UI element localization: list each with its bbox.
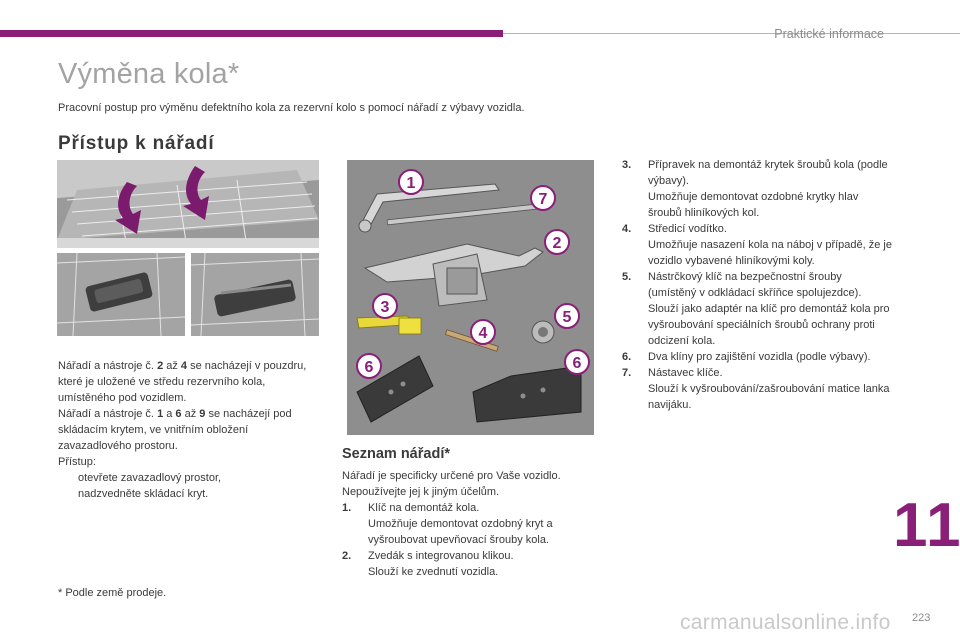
tool-item: 5.Nástrčkový klíč na bezpečnostní šrouby…: [622, 271, 890, 347]
intro-text: Pracovní postup pro výměnu defektního ko…: [58, 102, 525, 114]
header-accent-bar: [0, 30, 503, 37]
svg-text:7: 7: [539, 191, 548, 208]
wheel-chock-icon: [472, 365, 582, 423]
access-paragraph-1: Nářadí a nástroje č. 2 až 4 se nacházejí…: [58, 360, 307, 404]
tool-item: 6.Dva klíny pro zajištění vozidla (podle…: [622, 351, 871, 363]
storage-right-photo: [191, 253, 319, 336]
svg-text:4: 4: [479, 325, 488, 342]
tool-item: 7.Nástavec klíče. Slouží k vyšroubování/…: [622, 367, 890, 411]
tools-list-continued: 3.Přípravek na demontáž krytek šroubů ko…: [622, 157, 892, 413]
trunk-floor-illustration: [57, 160, 319, 248]
tool-item: 3.Přípravek na demontáž krytek šroubů ko…: [622, 159, 888, 219]
tools-warning: Nepoužívejte jej k jiným účelům.: [342, 486, 500, 498]
arrow-down-icon: [115, 182, 141, 234]
access-step: nadzvedněte skládací kryt.: [58, 486, 320, 502]
tool-item: 2.Zvedák s integrovanou klikou. Slouží k…: [342, 550, 514, 578]
tools-list-start: Nářadí je specificky určené pro Vaše voz…: [342, 468, 604, 580]
callout-badge: 5: [554, 303, 580, 329]
access-step: otevřete zavazadlový prostor,: [58, 470, 320, 486]
tools-photo: 1 7 2 3 5 4 6 6: [347, 160, 594, 435]
svg-text:6: 6: [365, 359, 374, 376]
bullet-icon: [58, 486, 78, 502]
svg-text:2: 2: [553, 235, 562, 252]
wheel-chock-icon: [356, 355, 434, 423]
svg-text:5: 5: [563, 309, 572, 326]
storage-right-illustration: [191, 253, 319, 336]
page-number: 223: [912, 612, 931, 624]
storage-left-photo: [57, 253, 185, 336]
access-paragraph-2: Nářadí a nástroje č. 1 a 6 až 9 se nachá…: [58, 408, 292, 452]
tools-heading: Seznam nářadí*: [342, 446, 450, 462]
access-steps-label: Přístup:: [58, 456, 96, 468]
callout-badge: 4: [470, 319, 496, 345]
tool-item: 4.Středicí vodítko. Umožňuje nasazení ko…: [622, 223, 892, 267]
page-title: Výměna kola*: [58, 58, 240, 90]
trunk-floor-photo: [57, 160, 319, 248]
callout-badge: 6: [564, 349, 590, 375]
svg-text:6: 6: [573, 355, 582, 372]
watermark: carmanualsonline.info: [680, 611, 891, 634]
tools-illustration: 1 7 2 3 5 4 6 6: [347, 160, 594, 435]
access-description: Nářadí a nástroje č. 2 až 4 se nacházejí…: [58, 358, 320, 502]
callout-badge: 2: [544, 229, 570, 255]
access-heading: Přístup k nářadí: [58, 133, 215, 154]
footnote: * Podle země prodeje.: [58, 587, 167, 599]
arrow-down-icon: [183, 166, 209, 220]
bullet-icon: [58, 470, 78, 486]
storage-left-illustration: [57, 253, 185, 336]
callout-badge: 7: [530, 185, 556, 211]
callout-badge: 6: [356, 353, 382, 379]
svg-text:3: 3: [381, 299, 390, 316]
chapter-number: 11: [893, 491, 960, 560]
header-divider: [503, 33, 960, 34]
callouts: 1 7 2 3 5 4 6 6: [356, 169, 590, 379]
tool-item: 1.Klíč na demontáž kola. Umožňuje demont…: [342, 502, 553, 546]
svg-text:1: 1: [407, 175, 416, 192]
tools-intro: Nářadí je specificky určené pro Vaše voz…: [342, 470, 561, 482]
callout-badge: 3: [372, 293, 398, 319]
callout-badge: 1: [398, 169, 424, 195]
section-title: Praktické informace: [774, 27, 884, 41]
